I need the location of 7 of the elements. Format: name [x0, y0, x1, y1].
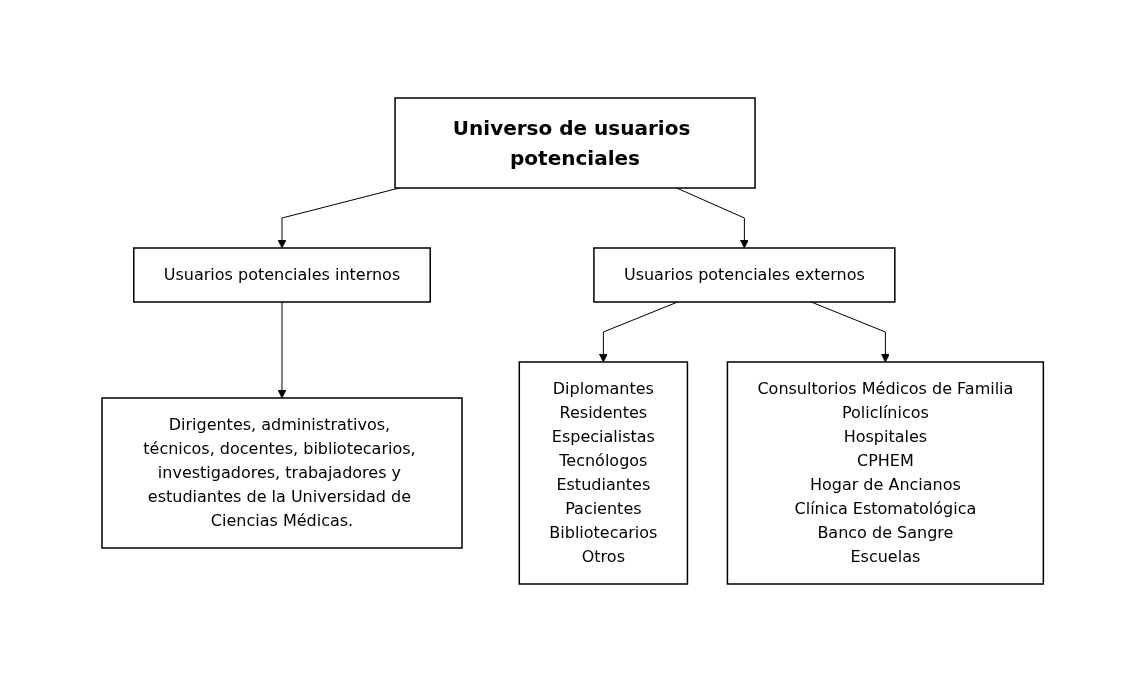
node-box: Consultorios Médicos de Familia Policlínicos Hospitales CPHEM Hogar de Ancianos Clínica Estomatológica Banco de Sangre Escuelas [727, 361, 1045, 585]
node-box: Universo de usuarios potenciales [394, 97, 757, 189]
node-box: Dirigentes, administrativos, técnicos, docentes, bibliotecarios, investigadores, trabajadores y estudiantes de la Universidad de Ciencias Médicas. [101, 397, 464, 549]
arrow [277, 301, 287, 399]
node-box: Diplomantes Residentes Especialistas Tecnólogos Estudiantes Pacientes Bibliotecarios Otros [518, 361, 689, 585]
node-box: Usuarios potenciales internos [133, 247, 432, 303]
node-box: Usuarios potenciales externos [593, 247, 896, 303]
